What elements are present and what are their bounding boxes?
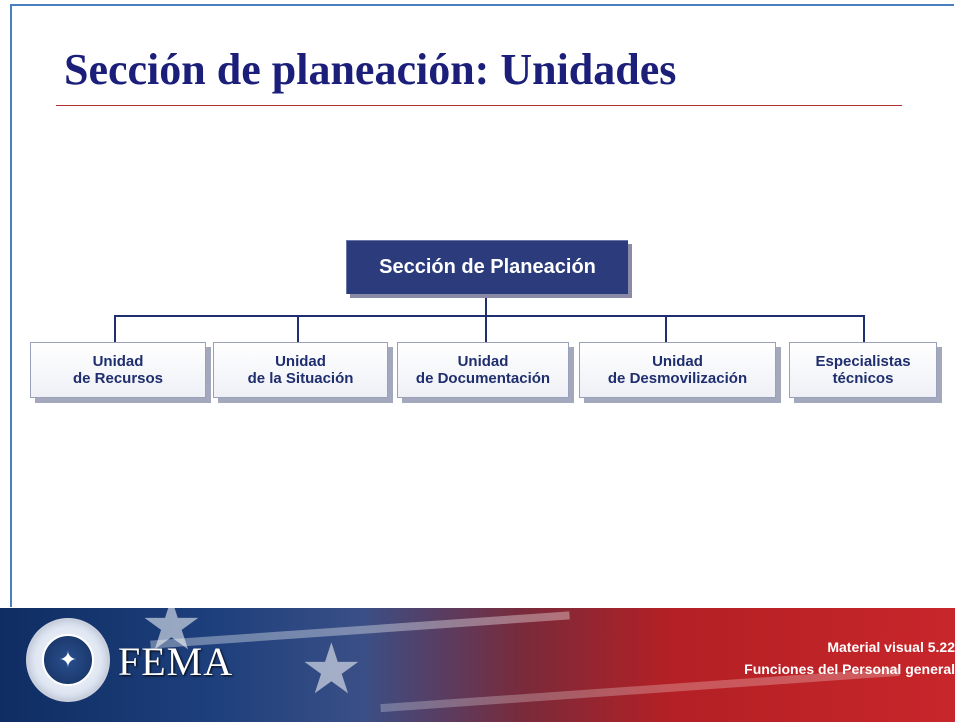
unit-label-line1: Unidad [457, 353, 509, 370]
unit-label-line2: de la Situación [247, 370, 354, 387]
fema-logo: FEMA [118, 639, 234, 684]
dhs-seal-icon: ✦ [26, 618, 110, 702]
planning-section-box: Sección de Planeación [346, 240, 628, 294]
eagle-icon: ✦ [42, 634, 94, 686]
connector-drop-1 [114, 315, 116, 342]
org-chart: Sección de Planeación Unidad de Recursos… [30, 240, 937, 398]
unit-box-situation: Unidad de la Situación [213, 342, 388, 398]
title-underline [56, 105, 902, 106]
unit-box-technical-specialists: Especialistas técnicos [789, 342, 937, 398]
unit-box-demobilization: Unidad de Desmovilización [579, 342, 776, 398]
unit-box-documentation: Unidad de Documentación [397, 342, 569, 398]
unit-label-line1: Unidad [652, 353, 703, 370]
slide-title: Sección de planeación: Unidades [64, 45, 677, 94]
star-icon: ★ [300, 630, 363, 708]
visual-number: Material visual 5.22 [827, 639, 955, 655]
unit-label-line2: de Desmovilización [607, 370, 748, 387]
connector-drop-3 [485, 315, 487, 342]
star-icon: ★ [140, 608, 203, 664]
slide-frame [10, 4, 954, 607]
unit-label-line2: técnicos [832, 370, 894, 387]
footer-banner: ★ ★ ✦ FEMA Material visual 5.22 Funcione… [0, 608, 955, 722]
unit-label-line1: Unidad [92, 353, 144, 370]
connector-drop-4 [665, 315, 667, 342]
unit-label-line1: Unidad [275, 353, 326, 370]
connector-drop-5 [863, 315, 865, 342]
unit-label-line2: de Recursos [72, 370, 164, 387]
unit-label-line1: Especialistas [815, 353, 911, 370]
connector-horizontal [114, 315, 865, 317]
footer-caption: Material visual 5.22 Funciones del Perso… [744, 636, 955, 680]
connector-drop-2 [297, 315, 299, 342]
unit-label-line2: de Documentación [415, 370, 551, 387]
unit-box-resources: Unidad de Recursos [30, 342, 206, 398]
course-subtitle: Funciones del Personal general [744, 661, 955, 677]
connector-vertical-top [485, 294, 487, 316]
